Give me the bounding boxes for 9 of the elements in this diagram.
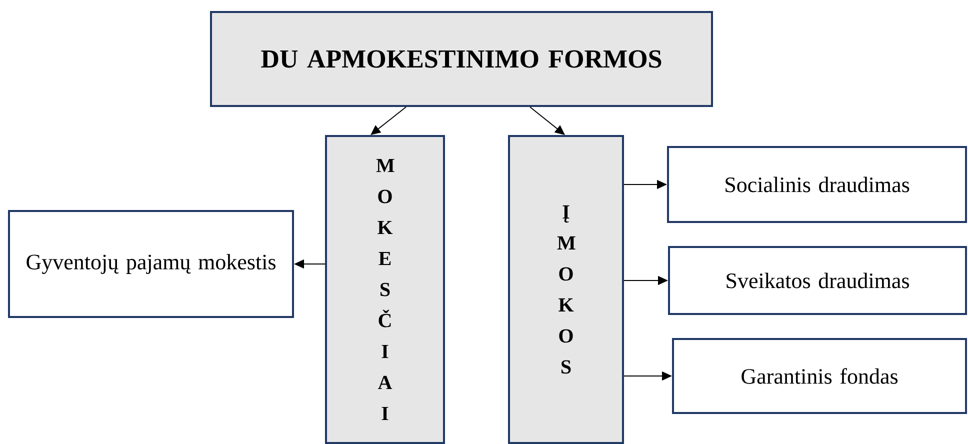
title-box: DU APMOKESTINIMO FORMOS [210, 11, 713, 107]
arrow [530, 106, 565, 135]
label-box: Garantinis fondas [672, 338, 968, 414]
label-box: Gyventojų pajamų mokestis [8, 210, 294, 318]
vertical-box: Į M O K O S [508, 135, 624, 444]
label-box: Sveikatos draudimas [668, 246, 968, 315]
vertical-box: M O K E S Č I A I [325, 135, 445, 444]
arrow [370, 106, 406, 135]
label-box: Socialinis draudimas [667, 146, 968, 223]
